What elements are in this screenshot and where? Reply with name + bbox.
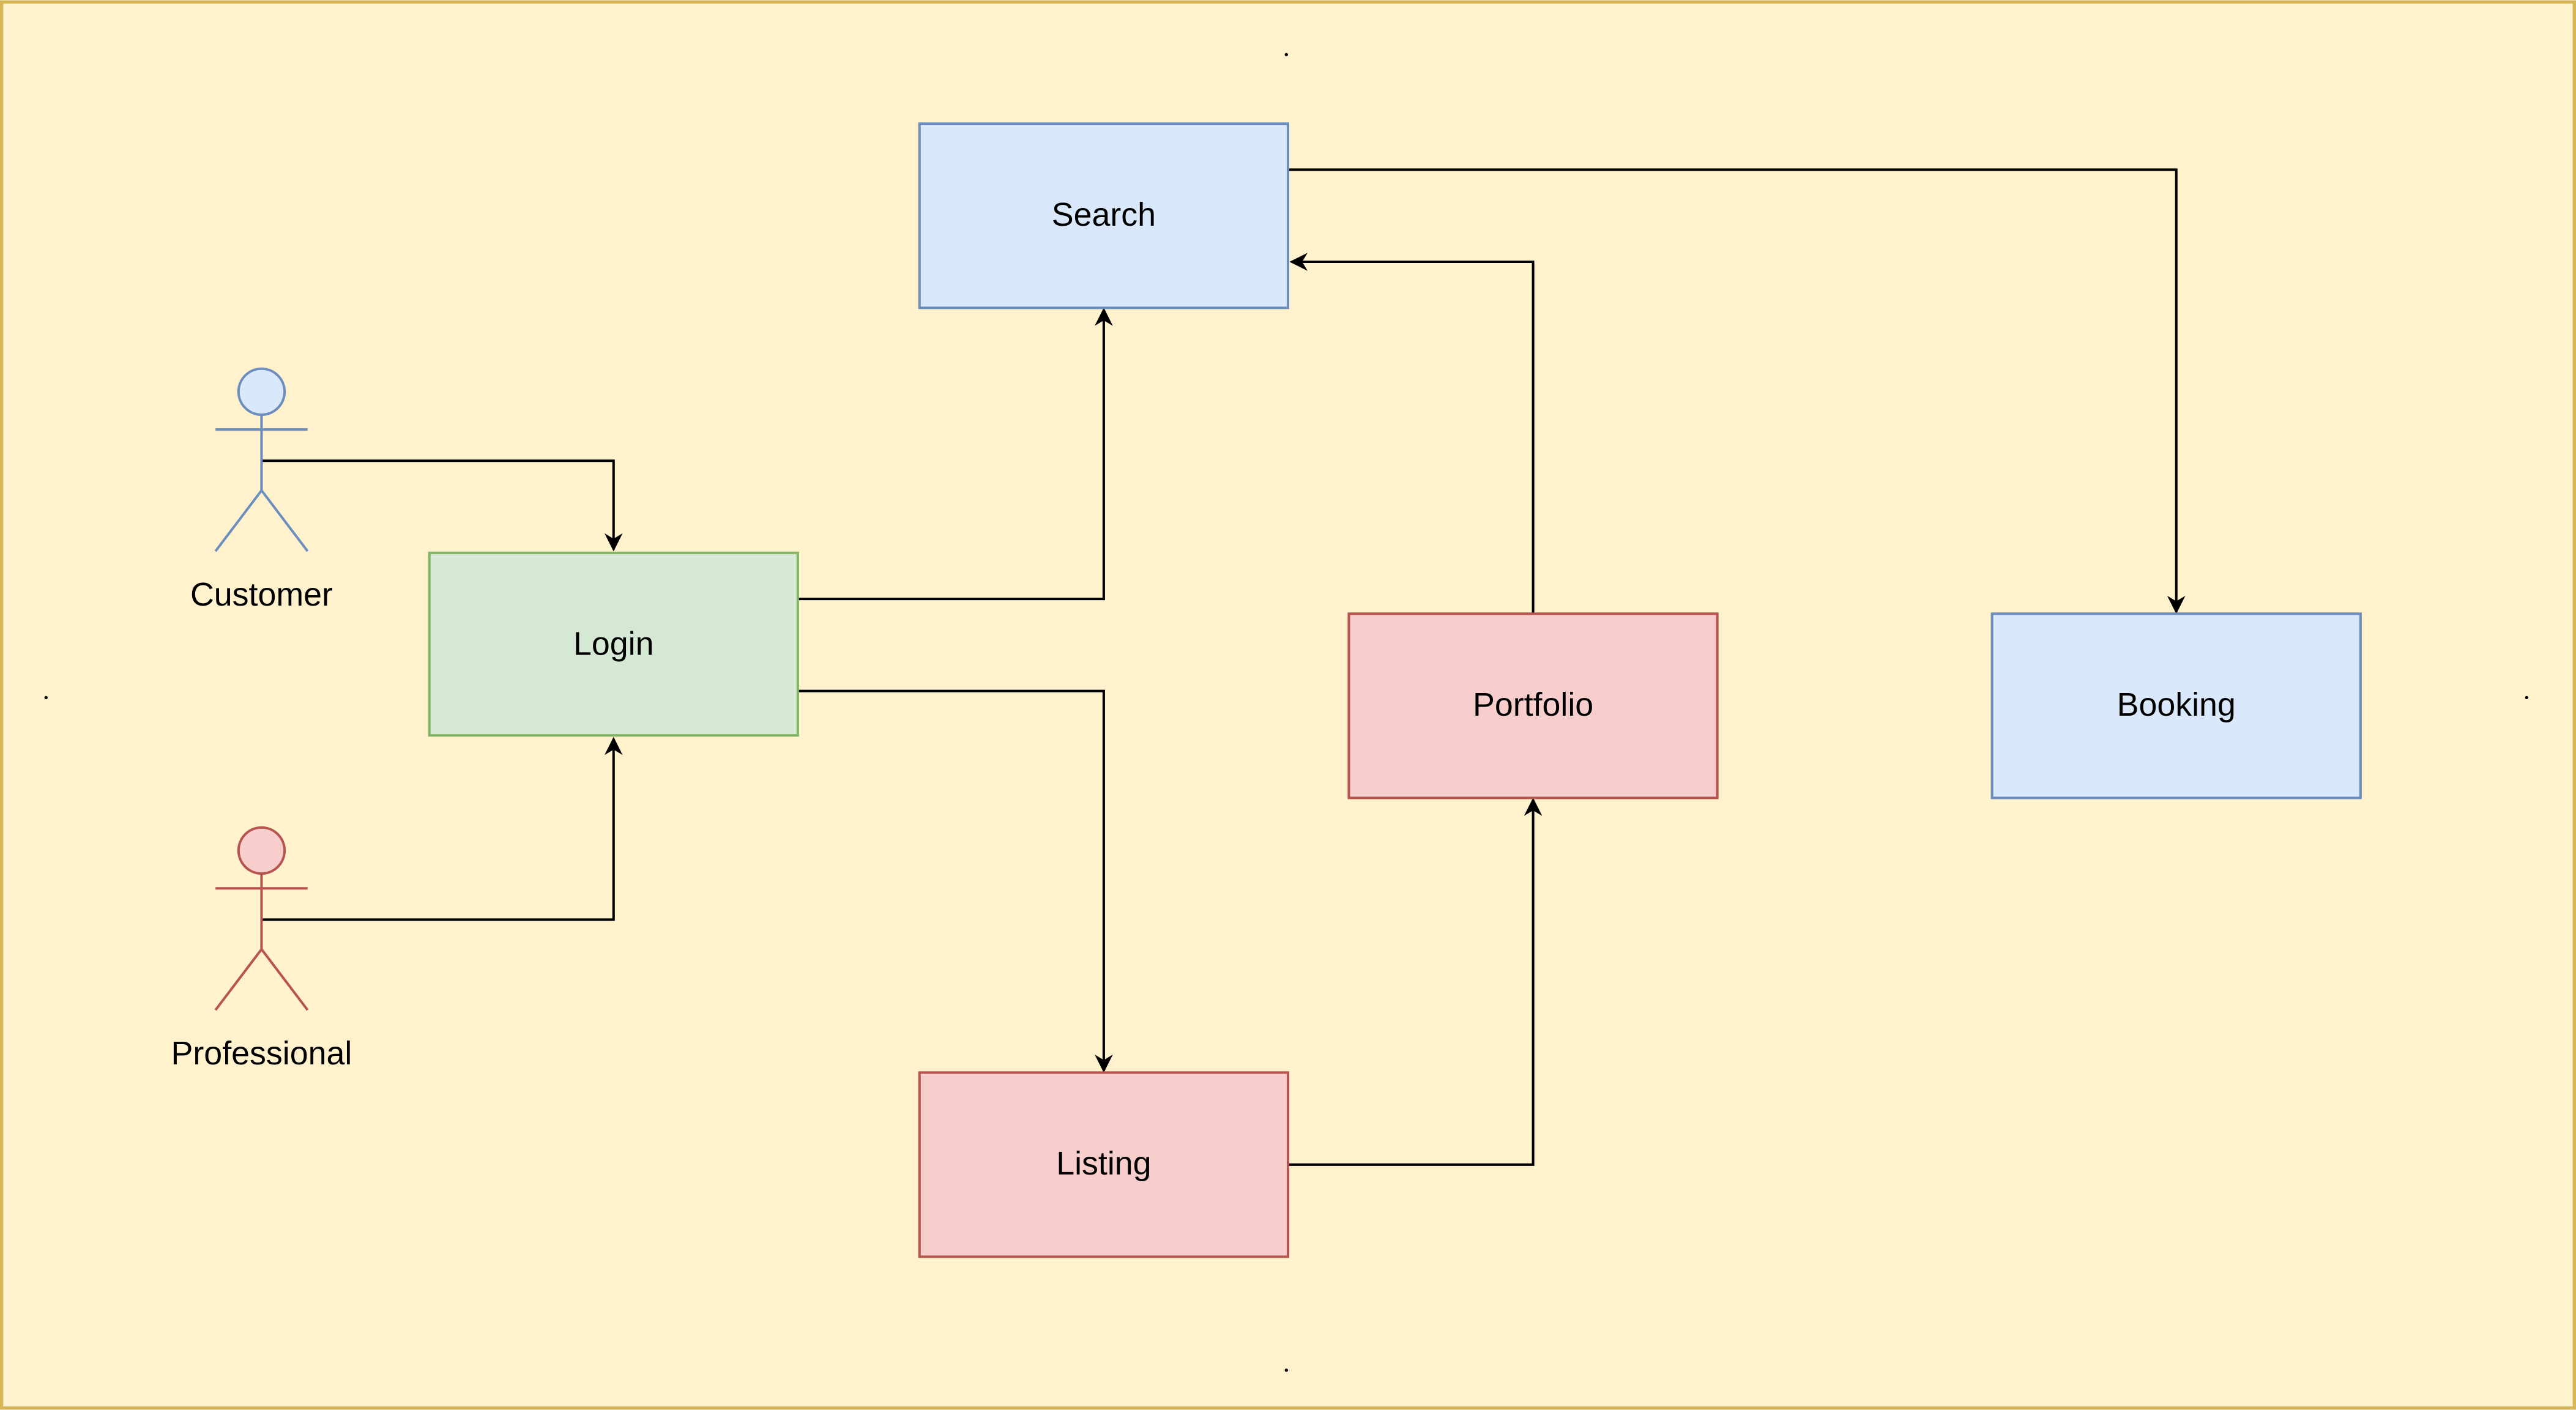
actor-customer[interactable]: Customer <box>190 367 333 613</box>
customer-label: Customer <box>190 576 333 613</box>
booking-label: Booking <box>2117 686 2236 723</box>
edge-portfolio-to-search[interactable] <box>1289 253 1535 614</box>
node-login[interactable]: Login <box>428 551 799 737</box>
node-booking[interactable]: Booking <box>1990 612 2362 800</box>
login-label: Login <box>573 626 654 662</box>
edge-customer-to-login[interactable] <box>261 459 623 552</box>
portfolio-label: Portfolio <box>1473 686 1593 723</box>
actor-professional[interactable]: Professional <box>171 826 352 1072</box>
edge-search-to-booking[interactable] <box>1288 168 2186 614</box>
node-portfolio[interactable]: Portfolio <box>1347 612 1719 800</box>
edge-login-to-listing[interactable] <box>797 689 1113 1073</box>
node-listing[interactable]: Listing <box>918 1071 1290 1258</box>
edge-listing-to-portfolio[interactable] <box>1288 798 1543 1166</box>
listing-label: Listing <box>1056 1145 1151 1182</box>
edges <box>261 168 2186 1166</box>
node-search[interactable]: Search <box>918 122 1290 310</box>
page-markers <box>44 53 2529 1372</box>
login-box <box>428 551 799 737</box>
portfolio-box <box>1347 612 1719 800</box>
professional-actor-icon <box>214 826 309 1011</box>
customer-actor-icon <box>214 367 309 552</box>
professional-label: Professional <box>171 1035 352 1072</box>
edge-professional-to-login[interactable] <box>261 737 623 921</box>
edge-login-to-search[interactable] <box>797 307 1113 601</box>
booking-box <box>1990 612 2362 800</box>
listing-box <box>918 1071 1290 1258</box>
search-box <box>918 122 1290 310</box>
search-label: Search <box>1052 196 1156 233</box>
